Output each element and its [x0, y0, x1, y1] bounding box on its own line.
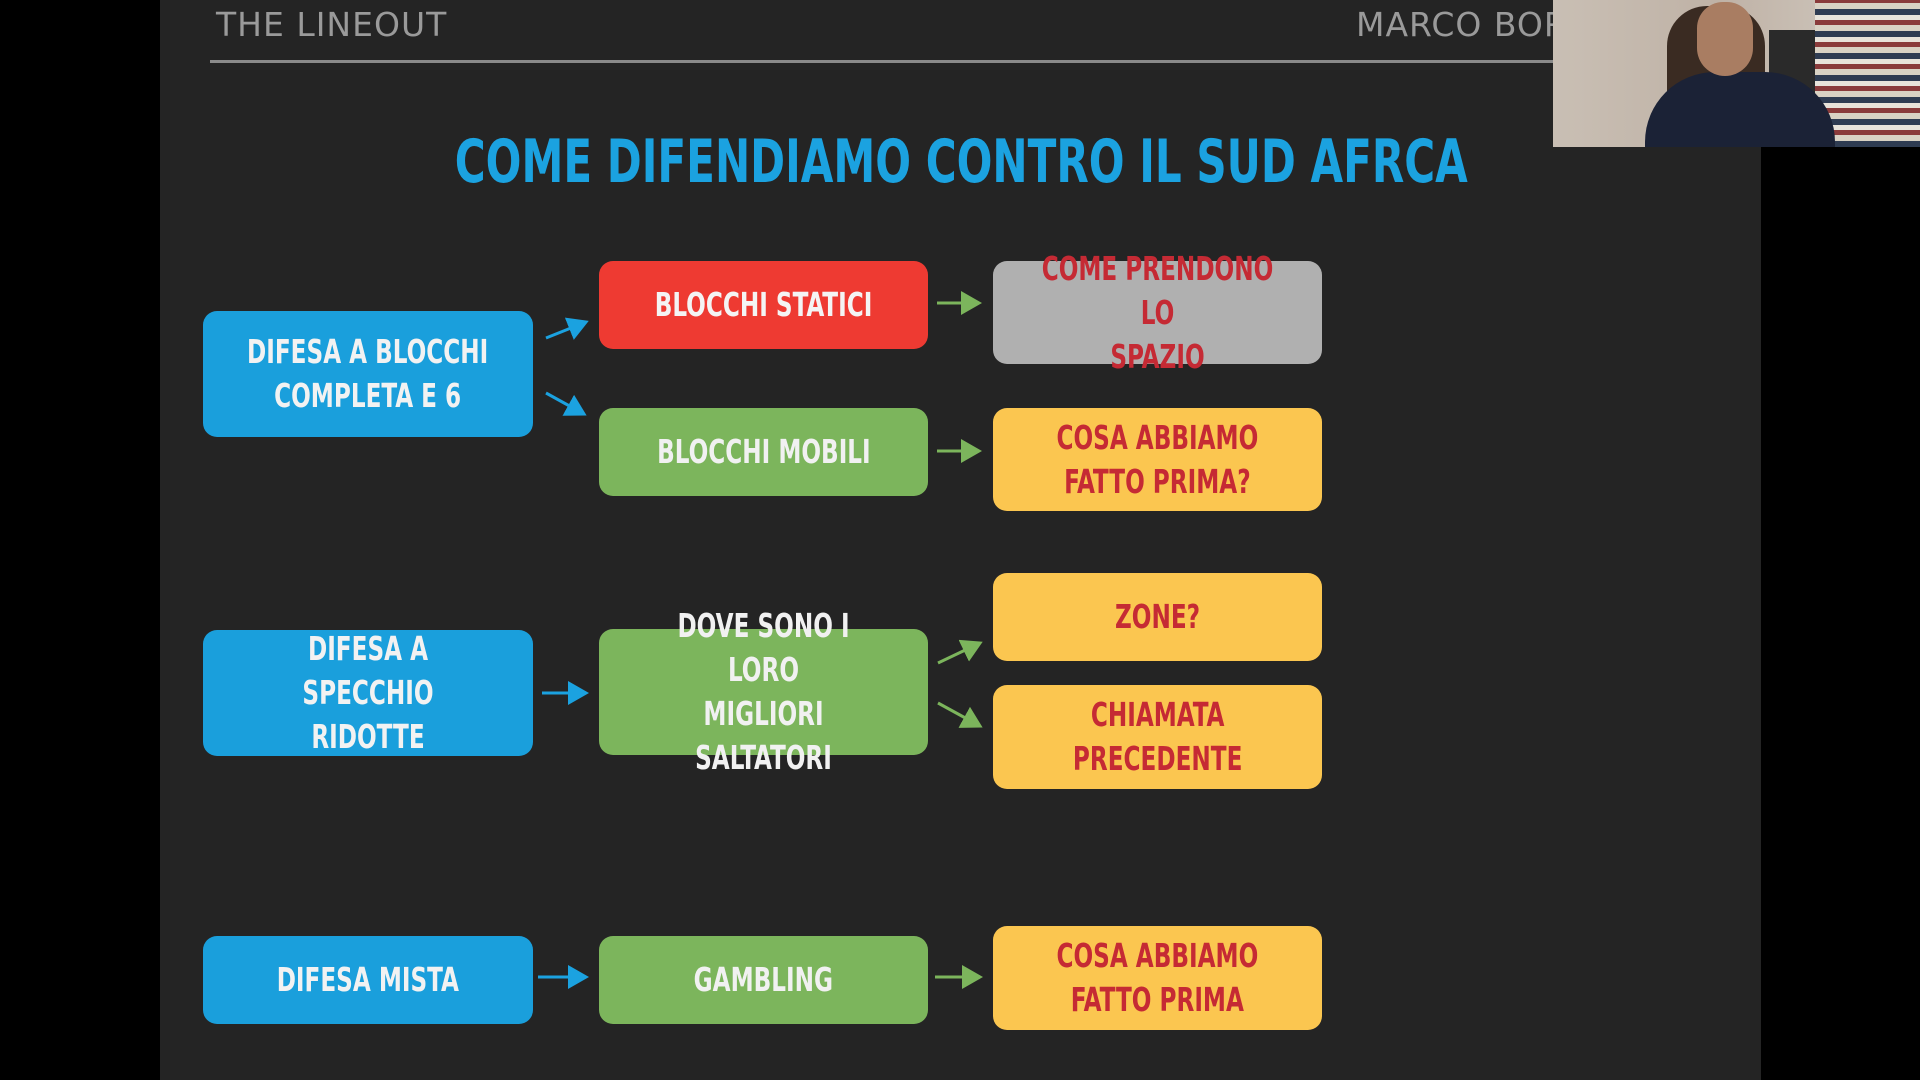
webcam-presenter-head — [1697, 2, 1753, 76]
arrow-right-icon — [937, 639, 983, 665]
box-difesa-blocchi: DIFESA A BLOCCHI COMPLETA E 6 — [203, 311, 533, 437]
box-blocchi-mobili-text: BLOCCHI MOBILI — [656, 432, 871, 471]
box-cosa-abbiamo-fatto-prima-q-text: COSA ABBIAMO FATTO PRIMA? — [1056, 417, 1259, 501]
box-difesa-mista-text: DIFESA MISTA — [276, 960, 460, 999]
box-come-prendono-spazio-text: COME PRENDONO LO SPAZIO — [1041, 248, 1274, 376]
box-difesa-specchio-text: DIFESA A SPECCHIO RIDOTTE — [302, 629, 434, 756]
box-difesa-specchio: DIFESA A SPECCHIO RIDOTTE — [203, 629, 533, 756]
box-migliori-saltatori: DOVE SONO I LORO MIGLIORI SALTATORI — [599, 606, 928, 777]
box-chiamata-precedente-text: CHIAMATA PRECEDENTE — [1072, 695, 1243, 778]
box-come-prendono-spazio: COME PRENDONO LO SPAZIO — [993, 249, 1322, 376]
box-difesa-mista: DIFESA MISTA — [203, 936, 533, 1024]
webcam-presenter-body — [1645, 72, 1835, 147]
presenter-webcam-feed — [1553, 0, 1920, 147]
header-right-label: MARCO BOR — [1356, 5, 1568, 44]
header-divider — [210, 60, 1710, 63]
arrow-right-icon — [545, 317, 589, 340]
box-difesa-blocchi-text: DIFESA A BLOCCHI COMPLETA E 6 — [247, 332, 489, 415]
box-blocchi-mobili: BLOCCHI MOBILI — [599, 408, 928, 496]
slide-title: COME DIFENDIAMO CONTRO IL SUD AFRCA — [454, 127, 1468, 197]
box-cosa-abbiamo-fatto-prima-text: COSA ABBIAMO FATTO PRIMA — [1056, 936, 1259, 1019]
box-cosa-abbiamo-fatto-prima-q: COSA ABBIAMO FATTO PRIMA? — [993, 408, 1322, 511]
presentation-slide: THE LINEOUT MARCO BOR COME DIFENDIAMO CO… — [160, 0, 1761, 1080]
box-cosa-abbiamo-fatto-prima: COSA ABBIAMO FATTO PRIMA — [993, 926, 1322, 1030]
box-zone: ZONE? — [993, 573, 1322, 661]
arrow-right-icon — [937, 701, 983, 728]
box-blocchi-statici: BLOCCHI STATICI — [599, 261, 928, 349]
box-gambling-text: GAMBLING — [693, 960, 834, 999]
box-blocchi-statici-text: BLOCCHI STATICI — [654, 285, 873, 324]
box-migliori-saltatori-text: DOVE SONO I LORO MIGLIORI SALTATORI — [677, 606, 850, 777]
box-zone-text: ZONE? — [1114, 597, 1201, 636]
header-left-label: THE LINEOUT — [216, 5, 448, 44]
box-gambling: GAMBLING — [599, 936, 928, 1024]
arrow-right-icon — [545, 391, 587, 416]
box-chiamata-precedente: CHIAMATA PRECEDENTE — [993, 685, 1322, 789]
